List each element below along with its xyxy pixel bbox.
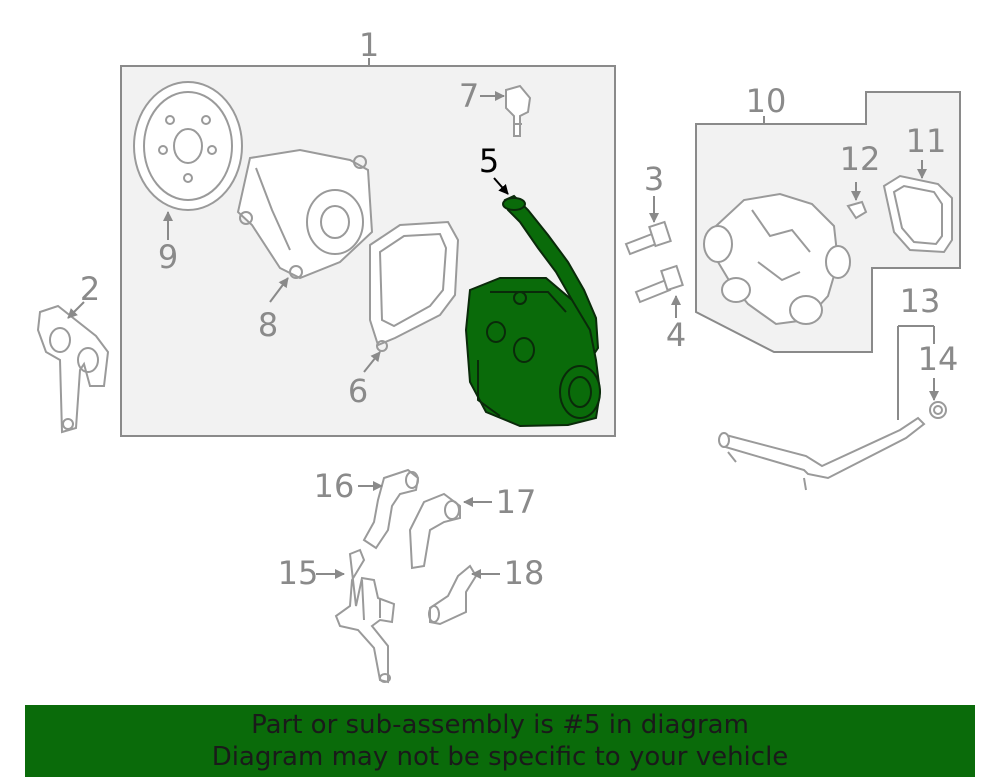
banner-line-2: Diagram may not be specific to your vehi…: [211, 742, 789, 772]
callout-3[interactable]: 3: [644, 160, 664, 198]
callout-15[interactable]: 15: [278, 554, 319, 592]
fitting-part-18[interactable]: [428, 564, 478, 626]
callout-11[interactable]: 11: [906, 122, 947, 160]
parts-diagram: 1 9 8 6 7: [36, 26, 961, 684]
hose-part-17[interactable]: [408, 492, 461, 570]
callout-10[interactable]: 10: [746, 82, 787, 120]
callout-7[interactable]: 7: [459, 77, 479, 115]
gasket-part-2[interactable]: [36, 304, 110, 434]
pulley-part-9[interactable]: [133, 81, 243, 211]
gasket-part-6[interactable]: [369, 220, 460, 352]
callout-16[interactable]: 16: [314, 467, 355, 505]
callout-17[interactable]: 17: [496, 483, 537, 521]
callout-1[interactable]: 1: [359, 26, 379, 64]
thermostat-module-part-10[interactable]: [703, 192, 851, 326]
thermostat-housing-part-5[interactable]: [464, 194, 602, 428]
gasket-part-11[interactable]: [882, 174, 953, 254]
clip-part-12[interactable]: [846, 200, 868, 220]
hose-part-16[interactable]: [362, 468, 420, 550]
callout-5[interactable]: 5: [479, 142, 499, 180]
sensor-part-7[interactable]: [505, 84, 532, 137]
callout-2[interactable]: 2: [80, 270, 100, 308]
callout-18[interactable]: 18: [504, 554, 545, 592]
callout-6[interactable]: 6: [348, 372, 368, 410]
callout-8[interactable]: 8: [258, 306, 278, 344]
pipe-part-15[interactable]: [334, 548, 396, 684]
callout-9[interactable]: 9: [158, 238, 178, 276]
water-pipe-part-13[interactable]: [718, 416, 926, 491]
callout-4[interactable]: 4: [666, 316, 686, 354]
callout-12[interactable]: 12: [840, 140, 881, 178]
bolt-part-3[interactable]: [624, 220, 672, 256]
bolt-part-4[interactable]: [634, 264, 684, 304]
callout-14[interactable]: 14: [918, 340, 959, 378]
banner-line-1: Part or sub-assembly is #5 in diagram: [251, 710, 749, 740]
callout-13[interactable]: 13: [900, 282, 941, 320]
o-ring-part-14[interactable]: [929, 401, 947, 419]
water-pump-part-8[interactable]: [236, 148, 374, 280]
info-banner: Part or sub-assembly is #5 in diagram Di…: [25, 705, 975, 777]
